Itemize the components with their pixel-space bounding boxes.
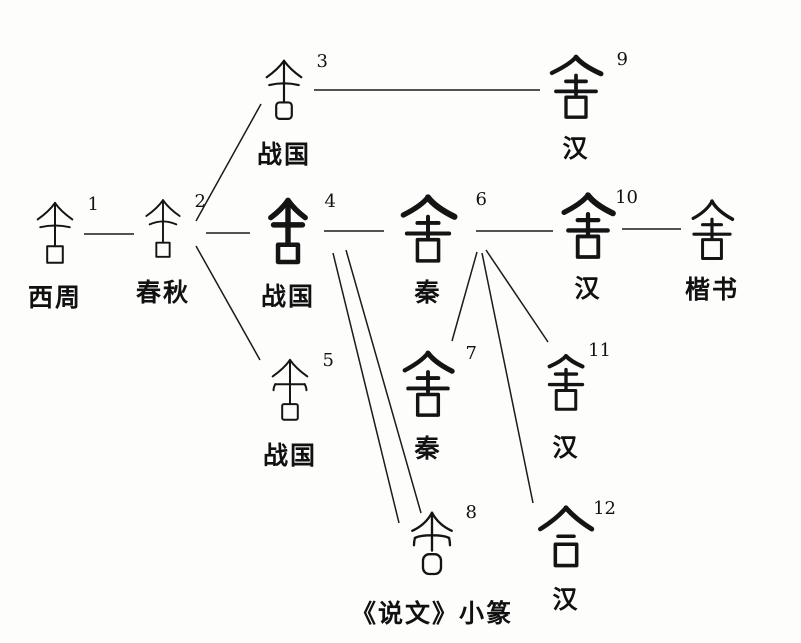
node-label: 西周: [27, 283, 83, 312]
node-4: 4 战国: [258, 191, 336, 313]
node-12: 12 汉: [534, 498, 616, 616]
edge-6-11: [485, 249, 549, 343]
ancient-glyph-bronze-bold-4: [268, 197, 308, 265]
clerical-glyph-6: [400, 194, 458, 263]
edge-2-5: [195, 245, 261, 361]
node-label: 汉: [552, 585, 580, 614]
glyph-wrap: 5: [264, 350, 334, 430]
node-number: 5: [322, 350, 334, 371]
node-9: 9 汉: [542, 49, 628, 165]
node-7: 7 秦: [397, 343, 477, 465]
glyph-wrap: 1: [29, 194, 99, 272]
node-label: 楷书: [684, 275, 739, 304]
node-number: 3: [316, 51, 328, 72]
node-number: 8: [465, 502, 477, 523]
node-number: 7: [465, 343, 477, 364]
glyph-wrap: 11: [539, 340, 611, 422]
node-11: 11 汉: [539, 340, 611, 464]
edge-6-12: [481, 252, 534, 504]
ancient-glyph-bronze-2: [145, 199, 181, 258]
glyph-wrap: 12: [534, 498, 616, 574]
node-number: 6: [475, 189, 487, 210]
node-label: 秦: [414, 278, 442, 307]
glyph-wrap: 2: [138, 191, 206, 267]
node-10: 10 汉: [556, 187, 638, 305]
node-2: 2 春秋: [135, 191, 206, 309]
glyph-wrap: 4: [258, 191, 336, 271]
node-label: 汉: [552, 433, 580, 462]
edge-4-8: [345, 249, 422, 514]
node-number: 9: [616, 49, 628, 70]
node-label: 战国: [256, 140, 312, 169]
node-label: 秦: [414, 434, 442, 463]
ancient-glyph-bronze-3: [265, 59, 303, 120]
edge-4-8: [332, 252, 400, 524]
clerical-glyph-10: [561, 192, 616, 259]
ancient-glyph-bronze-5: [271, 358, 309, 421]
node-kaishu: 楷书: [683, 198, 741, 306]
glyph-wrap: 6: [387, 189, 487, 267]
node-6: 6 秦: [387, 189, 487, 309]
ancient-glyph-bronze-1: [36, 201, 74, 264]
glyph-wrap: 7: [397, 343, 477, 423]
regular-glyph-kaishu: [691, 199, 735, 260]
node-number: 11: [588, 340, 611, 361]
node-number: 1: [87, 194, 99, 215]
node-label: 战国: [260, 282, 315, 311]
clerical-glyph-11: [547, 353, 585, 411]
glyph-wrap: 3: [258, 51, 328, 129]
clerical-glyph-7: [402, 350, 455, 417]
glyph-wrap: [683, 198, 741, 264]
node-label: 战国: [262, 441, 318, 470]
node-label: 春秋: [135, 278, 191, 307]
node-1: 1 西周: [27, 194, 99, 314]
glyph-wrap: 10: [556, 187, 638, 263]
node-3: 3 战国: [256, 51, 328, 171]
clerical-glyph-9: [549, 54, 604, 119]
edge-2-3: [195, 103, 262, 222]
node-label: 汉: [562, 134, 590, 163]
node-label: 《说文》小篆: [350, 599, 514, 628]
glyph-wrap: 9: [542, 49, 628, 123]
edge-6-7: [451, 251, 478, 342]
node-label: 汉: [574, 274, 602, 303]
seal-glyph-8: [411, 511, 453, 576]
node-number: 12: [593, 498, 616, 519]
node-number: 10: [615, 187, 638, 208]
node-5: 5 战国: [262, 350, 334, 472]
node-number: 2: [194, 191, 206, 212]
glyph-wrap: 8: [405, 502, 477, 588]
node-number: 4: [324, 191, 336, 212]
node-8: 8 《说文》小篆: [350, 502, 514, 630]
clerical-glyph-12: [538, 505, 595, 568]
